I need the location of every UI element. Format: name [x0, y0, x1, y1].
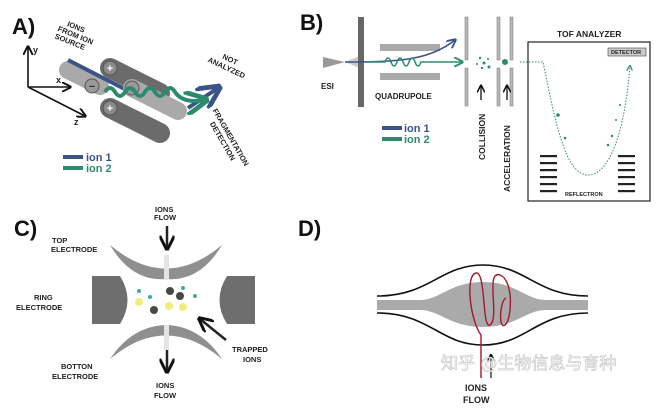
ring-electrode-label: RING [34, 293, 53, 302]
tof-analyzer-label: TOF ANALYZER [557, 29, 621, 39]
top-electrode [110, 245, 222, 280]
legend-ion1: ion 1 [86, 152, 112, 164]
not-analyzed-label: NOT ANALYZED [206, 52, 247, 80]
panel-c-label: C) [14, 216, 37, 241]
tof-box [527, 41, 651, 202]
central-electrode [377, 282, 588, 327]
quadrupole-rod [380, 73, 440, 80]
panel-b-label: B) [300, 10, 323, 35]
esi-needle [323, 57, 345, 68]
outer-electrode-bottom [376, 312, 589, 346]
reflectron-grid [540, 155, 635, 193]
panel-a-label: A) [12, 14, 35, 39]
ring-electrode-left [92, 276, 128, 324]
rod-plus-sign: + [107, 103, 113, 115]
detector-box [607, 47, 647, 57]
panel-d: D) IONS FLOW [298, 216, 589, 405]
bottom-electrode-label: BOTTON [61, 362, 93, 371]
acceleration-label: ACCELERATION [502, 125, 512, 192]
panel-b: B) ESI QUADRUPOLE COLLISION ACCELERATION… [300, 10, 651, 202]
top-electrode-label: ELECTRODE [51, 245, 97, 254]
collision-label: COLLISION [477, 114, 487, 160]
ring-electrode-label: ELECTRODE [16, 303, 62, 312]
legend-ion1: ion 1 [404, 123, 430, 135]
rod-minus-sign: − [89, 81, 95, 93]
bottom-electrode-label: ELECTRODE [52, 372, 98, 381]
tof-flight-path [520, 61, 630, 176]
quadrupole-rod [380, 44, 440, 51]
ring-electrode-right [219, 276, 255, 324]
legend-ion2: ion 2 [404, 134, 430, 146]
ion-orbit-spiral [469, 272, 512, 378]
ions-flow-top-label: FLOW [154, 213, 177, 222]
quadrupole-label: QUADRUPOLE [375, 92, 433, 101]
outer-electrode-top [376, 264, 589, 297]
fragment-ions [476, 56, 508, 70]
legend-ion2: ion 2 [86, 163, 112, 175]
trapped-ions-arrow [200, 319, 227, 341]
ions-flow-label: IONS [465, 383, 487, 393]
panel-a: A) y x z IONS FROM ION SOURCE + + − − N [12, 14, 251, 175]
rod-plus-sign: + [107, 63, 113, 75]
trapped-ions-label: TRAPPED [232, 345, 268, 354]
axis-y-label: y [33, 45, 38, 55]
ions-flow-label: FLOW [463, 395, 490, 405]
legend-b: ion 1 ion 2 [382, 123, 430, 146]
ions-flow-bottom-label: IONS [156, 381, 174, 390]
ion1-arrow [186, 88, 218, 110]
lens-plates [464, 16, 514, 107]
top-electrode-label: TOP [52, 236, 67, 245]
esi-label: ESI [321, 82, 334, 91]
panel-d-label: D) [298, 216, 321, 241]
ion2-path [365, 57, 462, 66]
axes-icon [28, 47, 85, 116]
axis-z-label: z [74, 117, 79, 127]
flight-ions [556, 104, 621, 147]
watermark: 知乎 @生物信息与育种 [441, 354, 616, 374]
ion2-path [103, 86, 205, 101]
ions-flow-bottom-label: FLOW [154, 391, 177, 400]
ion-source-label: IONS FROM ION SOURCE [53, 19, 94, 52]
ions-flow-top-label: IONS [155, 205, 173, 214]
panel-c: C) IONS FLOW TOP ELECTRODE RING ELECTROD… [14, 205, 268, 400]
legend-a: ion 1 ion 2 [63, 152, 112, 175]
axis-x-label: x [56, 75, 61, 85]
trapped-ions [135, 286, 197, 314]
trapped-ions-label: IONS [243, 355, 261, 364]
detector-label: DETECTOR [611, 50, 641, 56]
fragmentation-detection-label: FRAGMENTATION DETECTION [208, 107, 251, 168]
bottom-electrode [110, 325, 222, 359]
reflectron-label: REFLECTRON [565, 192, 603, 198]
